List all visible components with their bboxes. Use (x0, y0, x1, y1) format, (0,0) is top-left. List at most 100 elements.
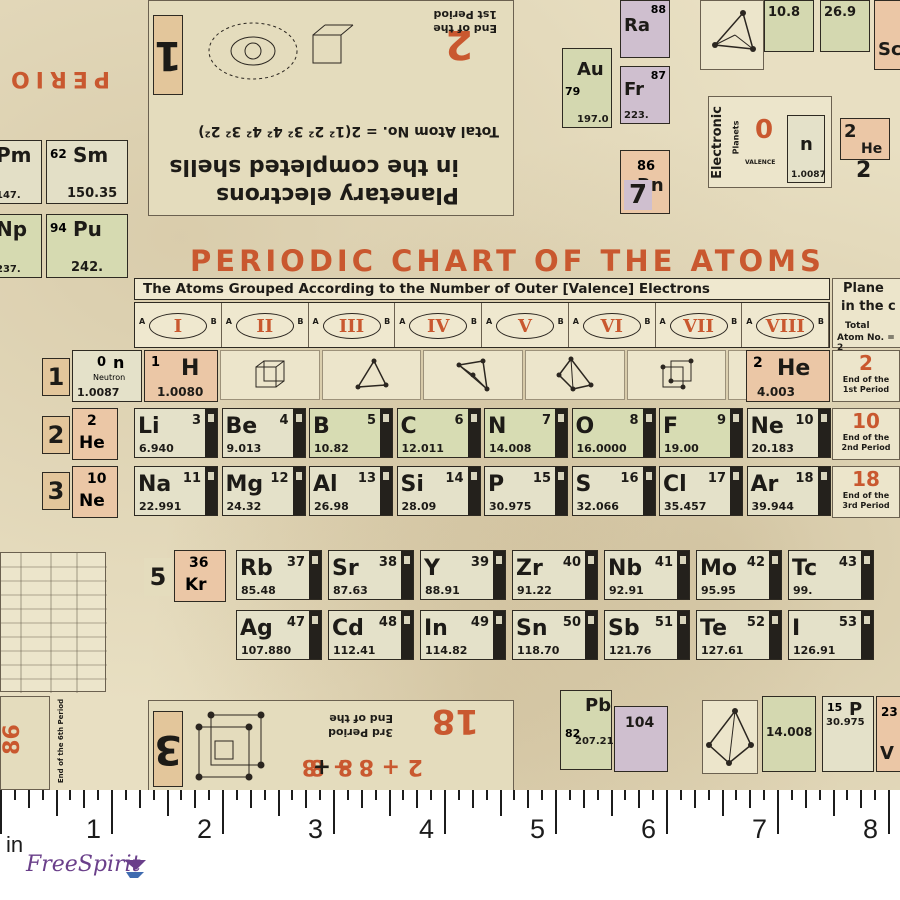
ruler-tick (0, 790, 2, 834)
element-neutron: 0 n Neutron 1.0087 (72, 350, 142, 402)
ruler-tick (235, 790, 238, 800)
ruler-tick (388, 790, 391, 816)
ruler-tick (541, 790, 544, 800)
ruler-tick (790, 790, 793, 800)
ruler-tick (666, 790, 668, 834)
pyramid-cell (525, 350, 625, 400)
tetra-cell (423, 350, 524, 400)
ruler-tick (652, 790, 655, 800)
end-6th-panel: 86 End of the 6th Period (0, 696, 65, 790)
ruler-tick (846, 790, 849, 800)
fabric-swatch: Planetary electrons in the completed she… (0, 0, 900, 790)
end-period-3: 18 End of the 3rd Period (832, 466, 900, 518)
ruler-tick (291, 790, 294, 800)
ruler-tick (249, 790, 252, 808)
ruler-tick (527, 790, 530, 808)
cube-lattice-icon (660, 358, 694, 390)
element-pm: Pm147. (0, 140, 42, 204)
period-1-num: 1 (42, 358, 70, 396)
period-2-num: 2 (42, 416, 70, 454)
ruler-tick (444, 790, 446, 834)
ruler-tick (402, 790, 405, 800)
ruler-tick (305, 790, 308, 808)
ruler-tick (457, 790, 460, 800)
planetary-line1: Planetary electrons (216, 182, 459, 207)
ruler-tick (166, 790, 169, 816)
bottom-end-2: 3rd Period (328, 726, 393, 739)
ruler-tick (333, 790, 335, 834)
panel-period-num: 1 (153, 15, 183, 95)
planetary-line2: in the completed shells (169, 154, 459, 179)
element-helium: 2 He 4.003 (746, 350, 830, 402)
planets-side-panel: Plane in the c Total Atom No. = 2 (832, 278, 900, 353)
ruler-tick (860, 790, 863, 808)
ruler-tick (693, 790, 696, 808)
tetrahedron-icon (712, 10, 756, 52)
total-label: Total (845, 321, 870, 331)
cube-icon (255, 360, 285, 388)
ruler-tick (624, 790, 627, 800)
element-he-sub: 2 He (72, 408, 118, 460)
ruler-tick (111, 790, 113, 834)
cube-dot-cell (626, 350, 727, 400)
ruler-tick (277, 790, 280, 816)
geometry-panel-bottomright (702, 700, 758, 774)
ruler-tick (360, 790, 363, 808)
ruler-tick (679, 790, 682, 800)
ruler-label-3: 3 (308, 814, 324, 844)
ruler-tick (568, 790, 571, 800)
element-104: 104 (614, 706, 668, 772)
chart-subtitle: The Atoms Grouped According to the Numbe… (134, 278, 830, 300)
ruler-tick (555, 790, 557, 834)
freespirit-logo: FreeSpirit (26, 852, 141, 877)
valence-label: VALENCE (745, 159, 776, 166)
ruler-tick (638, 790, 641, 808)
planetary-electrons-panel: Planetary electrons in the completed she… (148, 0, 514, 216)
period-5-num: 5 (144, 558, 172, 596)
ruler-tick (818, 790, 821, 800)
ruler-tick (735, 790, 738, 800)
ruler-tick (582, 790, 585, 808)
planets-side-label: Plane (843, 281, 884, 296)
end-label-1: End of the (433, 22, 497, 35)
ruler-tick (41, 790, 44, 800)
cube-lattice-bottom-icon (195, 711, 265, 781)
ruler-tick (499, 790, 502, 816)
electronic-label: Electronic (709, 106, 725, 179)
ruler-tick (97, 790, 100, 800)
ruler-tick (222, 790, 224, 834)
third-period-panel: 3 18 End of the 3rd Period 2 + 8 + 8 8 +… (148, 700, 514, 790)
pyramid-icon (556, 356, 594, 392)
geometry-panel-topright (700, 0, 764, 70)
bottom-eight-1: 8 (337, 754, 353, 779)
ruler-tick (471, 790, 474, 808)
ruler-label-6: 6 (641, 814, 657, 844)
ruler-tick (485, 790, 488, 800)
triangle-icon (355, 358, 388, 390)
two-topright: 2 (856, 158, 872, 183)
end-period-2: 10 End of the 2nd Period (832, 408, 900, 460)
element-np: Np237. (0, 214, 42, 278)
ruler-tick (513, 790, 516, 800)
ruler-tick (55, 790, 58, 816)
left-table-strip (0, 552, 107, 693)
